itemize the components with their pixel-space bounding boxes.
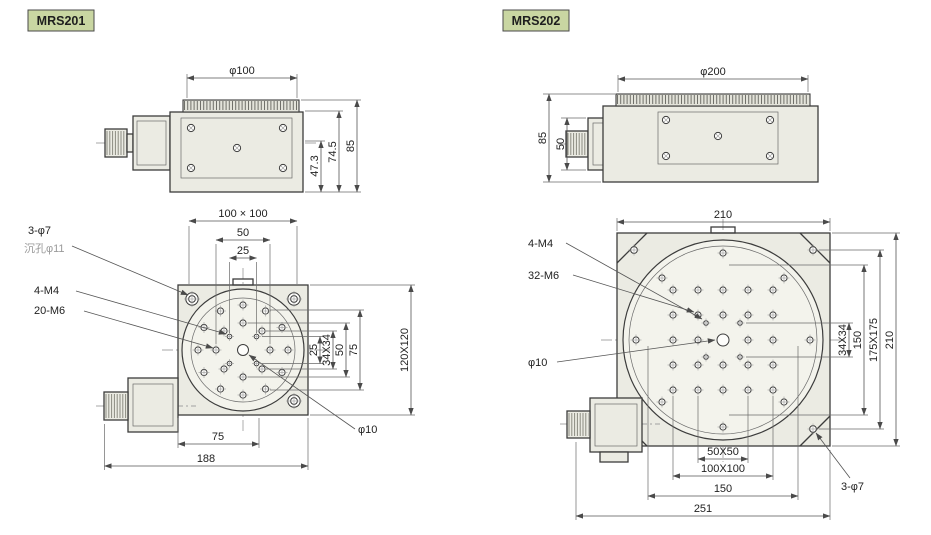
dim-label-150r: 150 [852, 331, 864, 349]
screw-icon [186, 123, 196, 133]
screw-icon [232, 143, 242, 153]
screw-icon [186, 163, 196, 173]
mrs202-motor-housing [589, 397, 643, 453]
dim-label-50r: 50 [334, 344, 346, 356]
label-4-m4: 4-M4 [528, 238, 553, 250]
mrs201-badge-label: MRS201 [37, 14, 86, 28]
screw-icon [278, 123, 288, 133]
leader-corner-holes [71, 245, 189, 296]
dim-label-100x100: 100 × 100 [218, 208, 267, 220]
dim-label-188: 188 [197, 453, 215, 465]
mrs201-side-gear-housing-face [136, 120, 167, 166]
label-phi10: φ10 [358, 424, 377, 436]
mrs202-badge: MRS202 [502, 9, 570, 32]
dim-label-50: 50 [555, 138, 567, 150]
mrs202-platform-groove [628, 245, 818, 435]
screw-icon [661, 115, 671, 125]
mrs201-side-knob-collar [126, 133, 134, 153]
mrs201-badge-box [27, 9, 95, 32]
mrs202-adjust-knob [566, 410, 591, 439]
mrs202-badge-box [502, 9, 570, 32]
mrs202-motor-housing-face [594, 403, 638, 447]
mrs202-badge-label: MRS202 [512, 14, 561, 28]
mrs201-motor-housing [127, 377, 179, 433]
screw-icon [661, 151, 671, 161]
center-hole-phi10 [237, 344, 249, 356]
label-3-phi7: 3-φ7 [28, 225, 51, 237]
mrs202-top-view: 210 34X34 150 175X175 210 50X50 100X100 … [528, 209, 900, 520]
mrs202-side-body [602, 105, 819, 183]
dim-label-100x100: 100X100 [701, 463, 745, 475]
dim-label-47-3: 47.3 [309, 155, 321, 176]
leader-4m4 [565, 242, 703, 320]
dim-label-75r: 75 [348, 344, 360, 356]
dim-label-85: 85 [345, 140, 357, 152]
mrs201-side-gear-housing [132, 115, 171, 171]
dim-label-25r: 25 [308, 344, 320, 356]
dim-label-74-5: 74.5 [327, 141, 339, 162]
dim-label-210r: 210 [884, 331, 896, 349]
center-hole-phi10 [716, 333, 730, 347]
mrs202-side-mount-face [657, 111, 779, 165]
screw-icon [278, 163, 288, 173]
leader-phi10 [556, 338, 716, 363]
dim-label-34x34: 34X34 [321, 334, 333, 366]
dim-label-50: 50 [237, 227, 249, 239]
dim-label-phi100: φ100 [229, 65, 255, 77]
label-counterbore-phi11: 沉孔φ11 [24, 242, 65, 255]
mrs201-top-view: 100 × 100 50 25 25 34X34 50 75 120X120 7… [24, 208, 415, 470]
mrs201-platform-groove [190, 297, 296, 403]
label-3-phi7: 3-φ7 [841, 481, 864, 493]
mrs202-side-view: φ200 85 50 [537, 66, 819, 183]
mrs201-side-view: φ100 47.3 74.5 85 [96, 65, 361, 193]
dim-label-150b: 150 [714, 483, 732, 495]
dim-label-50x50: 50X50 [707, 446, 739, 458]
mrs201-adjust-knob [103, 391, 129, 421]
dim-label-25: 25 [237, 245, 249, 257]
mrs202-connector [599, 451, 629, 463]
leader-phi10 [248, 354, 356, 430]
mrs201-side-platform-edge [182, 99, 300, 113]
leader-20m6 [83, 310, 214, 349]
dim-label-120x120: 120X120 [399, 328, 411, 372]
mrs201-badge: MRS201 [27, 9, 95, 32]
mrs201-motor-housing-face [132, 383, 174, 427]
screw-icon [765, 115, 775, 125]
screw-icon [713, 131, 723, 141]
leader-4m4 [75, 290, 227, 335]
dim-label-85: 85 [537, 132, 549, 144]
leader-3phi7 [815, 432, 851, 479]
mrs201-side-mount-face [180, 117, 293, 179]
dim-label-34x34: 34X34 [837, 324, 849, 356]
label-phi10: φ10 [528, 357, 547, 369]
dim-label-175x175: 175X175 [868, 318, 880, 362]
mrs202-index-tab [710, 226, 736, 234]
dim-label-75b: 75 [212, 431, 224, 443]
label-32-m6: 32-M6 [528, 270, 559, 282]
dim-label-251: 251 [694, 503, 712, 515]
screw-icon [765, 151, 775, 161]
leader-32m6 [572, 274, 695, 313]
label-20-m6: 20-M6 [34, 305, 65, 317]
dim-label-phi200: φ200 [700, 66, 726, 78]
label-4-m4: 4-M4 [34, 285, 59, 297]
mrs201-index-tab [232, 278, 254, 286]
dim-label-210t: 210 [714, 209, 732, 221]
